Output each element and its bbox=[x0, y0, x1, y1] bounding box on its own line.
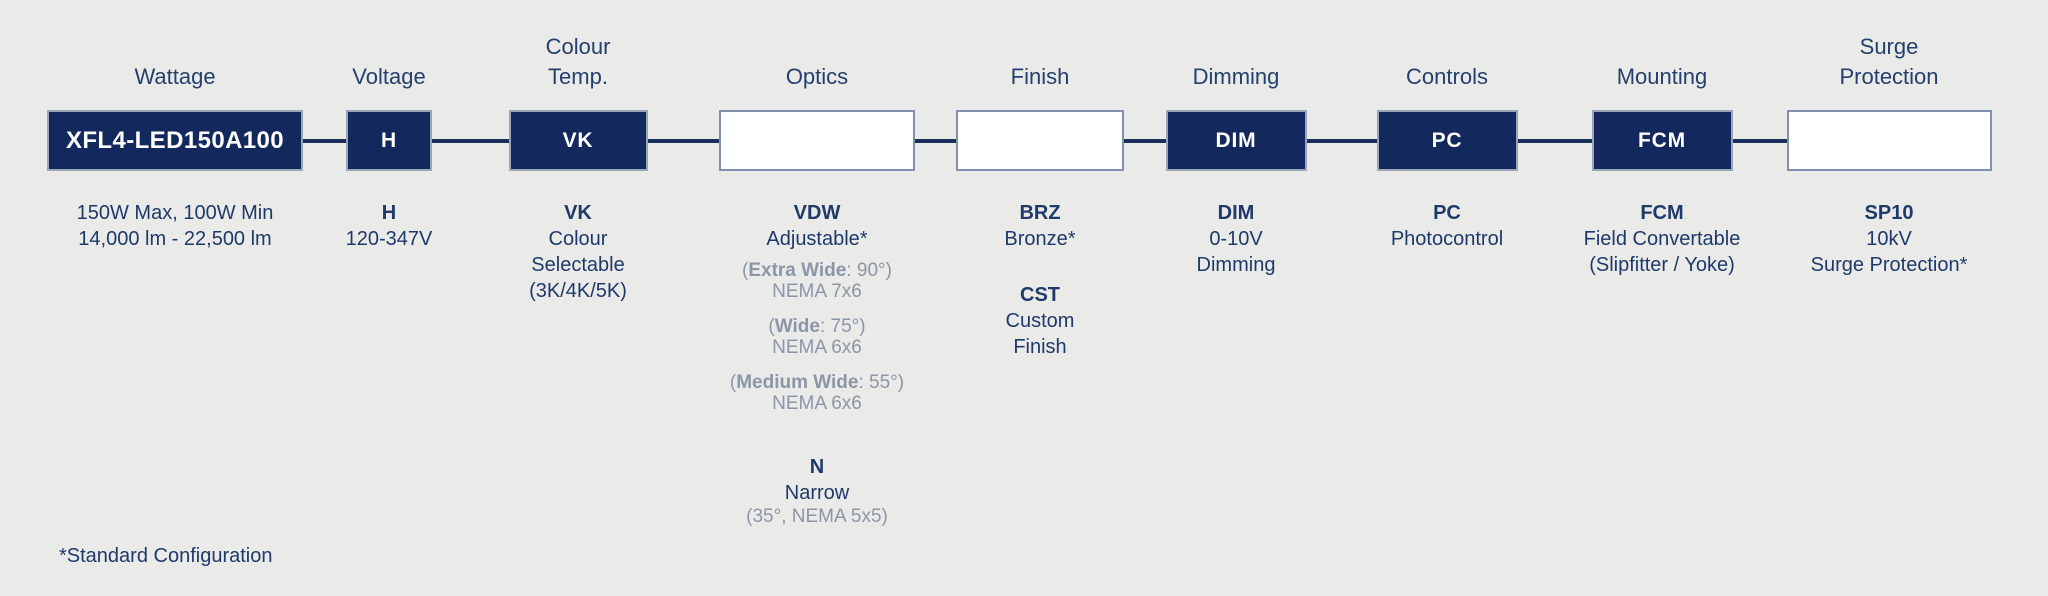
header-line: Temp. bbox=[548, 64, 608, 89]
detail-code: VK bbox=[564, 202, 592, 224]
column-finish: Finish BRZ Bronze* CST Custom Finish bbox=[890, 0, 1190, 360]
details-dimming: DIM 0-10V Dimming bbox=[1086, 200, 1386, 278]
detail-code: SP10 bbox=[1864, 202, 1914, 224]
code-box-wattage: XFL4-LED150A100 bbox=[47, 110, 303, 171]
detail-line: 10kV bbox=[1866, 228, 1912, 250]
column-header-optics: Optics bbox=[667, 0, 967, 92]
details-wattage: 150W Max, 100W Min 14,000 lm - 22,500 lm bbox=[25, 200, 325, 252]
details-surge-protection: SP10 10kV Surge Protection* bbox=[1739, 200, 2039, 278]
detail-beam-spec: (Medium Wide: 55°) bbox=[667, 372, 967, 393]
column-header-colour-temp: Colour Temp. bbox=[428, 0, 728, 92]
detail-nema: NEMA 7x6 bbox=[772, 281, 862, 302]
column-dimming: Dimming DIM DIM 0-10V Dimming bbox=[1086, 0, 1386, 278]
detail-line: 14,000 lm - 22,500 lm bbox=[78, 228, 272, 250]
detail-code: H bbox=[381, 202, 397, 224]
detail-nema: NEMA 6x6 bbox=[772, 393, 862, 414]
detail-code: N bbox=[809, 456, 825, 478]
code-label: XFL4-LED150A100 bbox=[65, 126, 285, 154]
spec-bold: Extra Wide bbox=[748, 260, 847, 281]
details-finish: BRZ Bronze* CST Custom Finish bbox=[890, 200, 1190, 360]
spec-bold: Wide bbox=[774, 316, 820, 337]
detail-line: 0-10V bbox=[1209, 228, 1263, 250]
spec-bold: Medium Wide bbox=[736, 372, 859, 393]
detail-nema: (35°, NEMA 5x5) bbox=[746, 506, 888, 527]
detail-line: 120-347V bbox=[345, 228, 433, 250]
code-box-mounting: FCM bbox=[1591, 110, 1733, 171]
column-header-voltage: Voltage bbox=[239, 0, 539, 92]
details-colour-temp: VK Colour Selectable (3K/4K/5K) bbox=[428, 200, 728, 304]
detail-code: BRZ bbox=[1019, 202, 1061, 224]
detail-line: Photocontrol bbox=[1390, 228, 1504, 250]
spec-pre: ( bbox=[729, 372, 737, 393]
code-box-dimming: DIM bbox=[1165, 110, 1307, 171]
column-optics: Optics VDW Adjustable* (Extra Wide: 90°)… bbox=[667, 0, 967, 527]
column-surge-protection: Surge Protection SP10 10kV Surge Protect… bbox=[1739, 0, 2039, 278]
column-header-dimming: Dimming bbox=[1086, 0, 1386, 92]
spec-pre: ( bbox=[742, 260, 749, 281]
code-label: H bbox=[381, 128, 397, 152]
header-line: Mounting bbox=[1616, 64, 1708, 89]
column-colour-temp: Colour Temp. VK VK Colour Selectable (3K… bbox=[428, 0, 728, 304]
header-line: Colour bbox=[545, 34, 611, 59]
code-label: PC bbox=[1431, 128, 1463, 152]
column-header-surge-protection: Surge Protection bbox=[1739, 0, 2039, 92]
column-controls: Controls PC PC Photocontrol bbox=[1297, 0, 1597, 252]
header-line: Surge bbox=[1859, 34, 1919, 59]
detail-line: Colour bbox=[548, 228, 608, 250]
detail-code: VDW bbox=[793, 202, 841, 224]
column-header-wattage: Wattage bbox=[25, 0, 325, 92]
detail-line: Narrow bbox=[784, 482, 850, 504]
detail-line: Adjustable* bbox=[766, 228, 868, 250]
detail-line: Finish bbox=[1013, 336, 1067, 358]
detail-line: Surge Protection* bbox=[1810, 254, 1968, 276]
header-line: Protection bbox=[1839, 64, 1939, 89]
details-mounting: FCM Field Convertable (Slipfitter / Yoke… bbox=[1512, 200, 1812, 278]
detail-line: 150W Max, 100W Min bbox=[76, 202, 274, 224]
code-box-controls: PC bbox=[1376, 110, 1518, 171]
code-label: VK bbox=[562, 128, 594, 152]
details-controls: PC Photocontrol bbox=[1297, 200, 1597, 252]
detail-line: Bronze* bbox=[1004, 228, 1076, 250]
detail-beam-spec: (Extra Wide: 90°) bbox=[667, 260, 967, 281]
column-voltage: Voltage H H 120-347V bbox=[239, 0, 539, 252]
code-box-finish-blank bbox=[956, 110, 1124, 171]
detail-code: FCM bbox=[1640, 202, 1684, 224]
details-optics: VDW Adjustable* (Extra Wide: 90°) NEMA 7… bbox=[667, 200, 967, 527]
spec-post: : 75°) bbox=[819, 316, 866, 337]
column-header-controls: Controls bbox=[1297, 0, 1597, 92]
code-label: FCM bbox=[1638, 128, 1686, 152]
column-mounting: Mounting FCM FCM Field Convertable (Slip… bbox=[1512, 0, 1812, 278]
code-box-surge-blank bbox=[1786, 110, 1992, 171]
detail-code: CST bbox=[1020, 284, 1060, 306]
header-line: Finish bbox=[1010, 64, 1070, 89]
column-header-finish: Finish bbox=[890, 0, 1190, 92]
header-line: Optics bbox=[785, 64, 849, 89]
column-header-mounting: Mounting bbox=[1512, 0, 1812, 92]
footnote: *Standard Configuration bbox=[59, 545, 273, 567]
header-line: Controls bbox=[1406, 64, 1488, 89]
detail-nema: NEMA 6x6 bbox=[772, 337, 862, 358]
header-line: Wattage bbox=[134, 64, 216, 89]
spec-post: : 55°) bbox=[858, 372, 905, 393]
detail-line: Field Convertable bbox=[1583, 228, 1741, 250]
detail-code: DIM bbox=[1217, 202, 1255, 224]
header-line: Dimming bbox=[1192, 64, 1280, 89]
header-line: Voltage bbox=[352, 64, 426, 89]
detail-code: PC bbox=[1433, 202, 1461, 224]
column-wattage: Wattage XFL4-LED150A100 150W Max, 100W M… bbox=[25, 0, 325, 252]
detail-line: (3K/4K/5K) bbox=[529, 280, 627, 302]
detail-beam-spec: (Wide: 75°) bbox=[667, 316, 967, 337]
details-voltage: H 120-347V bbox=[239, 200, 539, 252]
detail-line: Custom bbox=[1005, 310, 1075, 332]
detail-line: Selectable bbox=[531, 254, 625, 276]
code-box-voltage: H bbox=[346, 110, 432, 171]
detail-line: (Slipfitter / Yoke) bbox=[1589, 254, 1735, 276]
spec-pre: ( bbox=[768, 316, 775, 337]
code-box-optics-blank bbox=[719, 110, 915, 171]
detail-line: Dimming bbox=[1196, 254, 1276, 276]
code-label: DIM bbox=[1215, 128, 1257, 152]
spec-post: : 90°) bbox=[846, 260, 892, 281]
code-box-colour-temp: VK bbox=[508, 110, 648, 171]
